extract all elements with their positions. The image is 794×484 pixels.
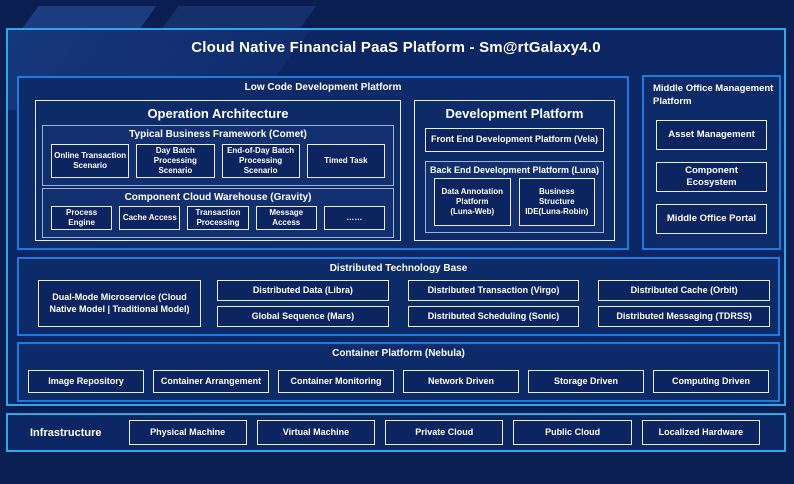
luna-item-label: Data Annotation Platform <box>441 187 503 206</box>
infra-item-private-cloud: Private Cloud <box>385 420 504 445</box>
cp-item-storage-driven: Storage Driven <box>528 370 644 393</box>
gravity-item-message-access: Message Access <box>255 206 317 230</box>
luna-item-data-annotation: Data Annotation Platform (Luna-Web) <box>434 178 511 226</box>
cp-item-computing-driven: Computing Driven <box>653 370 769 393</box>
infra-item-public-cloud: Public Cloud <box>513 420 632 445</box>
cp-item-container-monitoring: Container Monitoring <box>278 370 394 393</box>
dtb-item-distributed-cache-orbit: Distributed Cache (Orbit) <box>598 280 770 301</box>
gravity-item-process-engine: Process Engine <box>51 206 113 230</box>
panel-title: Development Platform <box>445 106 584 121</box>
luna-items-row: Data Annotation Platform (Luna-Web) Busi… <box>426 178 603 232</box>
infra-item-localized-hardware: Localized Hardware <box>641 420 761 445</box>
gravity-warehouse-box: Component Cloud Warehouse (Gravity) Proc… <box>42 188 394 238</box>
comet-title: Typical Business Framework (Comet) <box>129 129 307 140</box>
middle-office-item-asset-management: Asset Management <box>656 119 767 150</box>
front-end-platform-vela-box: Front End Development Platform (Vela) <box>425 128 604 152</box>
middle-office-item-middle-office-portal: Middle Office Portal <box>656 203 767 234</box>
luna-item-sublabel: IDE(Luna-Robin) <box>525 207 589 216</box>
low-code-columns: Operation Architecture Typical Business … <box>35 100 615 241</box>
comet-items-row: Online Transaction Scenario Day Batch Pr… <box>43 144 393 185</box>
gravity-item-transaction-processing: Transaction Processing <box>187 206 249 230</box>
gravity-title: Component Cloud Warehouse (Gravity) <box>124 192 312 203</box>
section-low-code-development-platform: Low Code Development Platform Operation … <box>17 76 629 250</box>
distributed-base-content: Dual-Mode Microservice (Cloud Native Mod… <box>38 280 770 327</box>
section-label: Distributed Technology Base <box>329 263 468 274</box>
dtb-item-distributed-messaging-tdrss: Distributed Messaging (TDRSS) <box>598 306 770 327</box>
section-middle-office-management-platform: Middle Office Management Platform Asset … <box>642 75 781 250</box>
section-container-platform-nebula: Container Platform (Nebula) Image Reposi… <box>17 342 780 402</box>
infrastructure-items: Physical Machine Virtual Machine Private… <box>128 420 761 445</box>
dtb-item-distributed-transaction-virgo: Distributed Transaction (Virgo) <box>407 280 580 301</box>
infra-item-virtual-machine: Virtual Machine <box>256 420 376 445</box>
cp-item-network-driven: Network Driven <box>403 370 519 393</box>
infra-item-physical-machine: Physical Machine <box>128 420 247 445</box>
decorative-diagonal-stripe <box>21 6 157 29</box>
comet-item-online-transaction: Online Transaction Scenario <box>51 144 130 178</box>
section-infrastructure: Infrastructure Physical Machine Virtual … <box>6 413 786 452</box>
section-label: Low Code Development Platform <box>244 82 402 93</box>
cp-item-image-repository: Image Repository <box>28 370 144 393</box>
container-platform-items: Image Repository Container Arrangement C… <box>28 370 769 393</box>
cp-item-container-arrangement: Container Arrangement <box>153 370 269 393</box>
section-label: Container Platform (Nebula) <box>332 348 465 359</box>
gravity-item-ellipsis: …… <box>323 206 386 230</box>
back-end-platform-luna-box: Back End Development Platform (Luna) Dat… <box>425 161 604 233</box>
luna-item-sublabel: (Luna-Web) <box>450 207 495 216</box>
middle-office-items: Asset Management Component Ecosystem Mid… <box>656 119 767 234</box>
dual-mode-microservice-box: Dual-Mode Microservice (Cloud Native Mod… <box>38 280 201 327</box>
comet-framework-box: Typical Business Framework (Comet) Onlin… <box>42 125 394 186</box>
dtb-item-distributed-scheduling-sonic: Distributed Scheduling (Sonic) <box>407 306 580 327</box>
decorative-diagonal-stripe <box>161 6 317 29</box>
development-platform-panel: Development Platform Front End Developme… <box>414 100 615 241</box>
operation-architecture-panel: Operation Architecture Typical Business … <box>35 100 401 241</box>
comet-item-day-batch: Day Batch Processing Scenario <box>136 144 215 178</box>
middle-office-item-component-ecosystem: Component Ecosystem <box>656 161 767 192</box>
gravity-item-cache-access: Cache Access <box>119 206 181 230</box>
section-label: Middle Office Management Platform <box>653 83 774 107</box>
section-distributed-technology-base: Distributed Technology Base Dual-Mode Mi… <box>17 257 780 336</box>
luna-item-label: Business Structure <box>538 187 575 206</box>
section-label: Infrastructure <box>30 426 102 439</box>
comet-item-timed-task: Timed Task <box>306 144 385 178</box>
page-title: Cloud Native Financial PaaS Platform - S… <box>191 39 601 56</box>
dtb-item-global-sequence-mars: Global Sequence (Mars) <box>217 306 389 327</box>
luna-item-business-structure-ide: Business Structure IDE(Luna-Robin) <box>518 178 595 226</box>
comet-item-end-of-day-batch: End-of-Day Batch Processing Scenario <box>221 144 300 178</box>
gravity-items-row: Process Engine Cache Access Transaction … <box>43 206 393 237</box>
luna-title: Back End Development Platform (Luna) <box>429 165 600 175</box>
panel-title: Operation Architecture <box>147 106 289 121</box>
distributed-base-grid: Distributed Data (Libra) Distributed Tra… <box>217 280 770 327</box>
dtb-item-distributed-data-libra: Distributed Data (Libra) <box>217 280 389 301</box>
platform-diagram-panel: Cloud Native Financial PaaS Platform - S… <box>6 28 786 406</box>
